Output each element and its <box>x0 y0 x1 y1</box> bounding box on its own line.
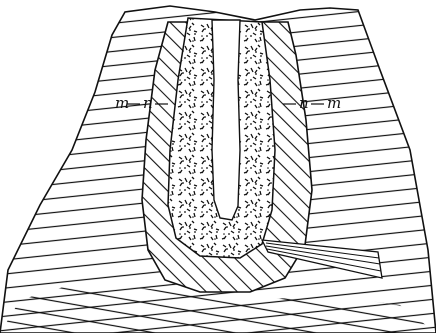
label-m-left: m <box>115 94 129 112</box>
central-cavity <box>212 20 240 220</box>
label-n-left: n <box>143 94 153 112</box>
label-n-right: n <box>299 94 309 112</box>
label-m-right: m <box>327 94 341 112</box>
